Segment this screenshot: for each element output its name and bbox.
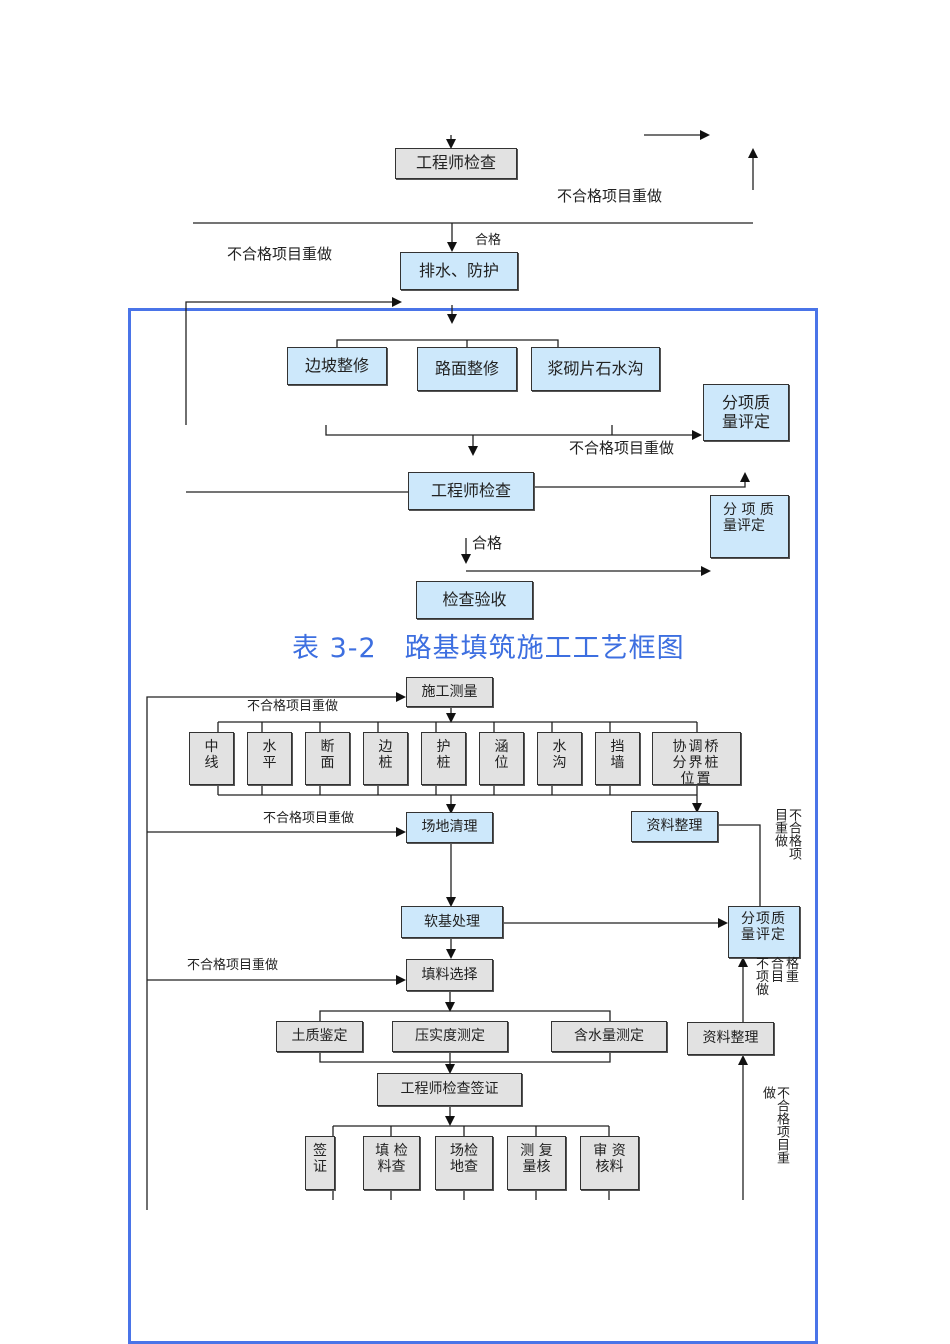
sign-item-label: 测 复 量核: [520, 1143, 553, 1176]
data-arrange-label-1: 资料整理: [646, 818, 703, 835]
survey-item-label: 边桩: [378, 739, 393, 772]
quality-eval-box-2: 分 项 质 量评定: [710, 495, 789, 558]
survey-item-label: 水沟: [552, 739, 567, 772]
soft-base-box: 软基处理: [401, 906, 503, 938]
survey-item-box: 中线: [189, 732, 234, 785]
engineer-sign-box: 工程师检查签证: [377, 1073, 522, 1106]
survey-item-box: 断面: [305, 732, 350, 785]
quality-eval-label-2: 分 项 质 量评定: [723, 502, 774, 535]
quality-eval-box-1: 分项质量评定: [703, 384, 789, 441]
join-tests: [319, 1052, 611, 1063]
survey-box: 施工测量: [406, 677, 493, 707]
redo-label-blue: 不合格项目重做: [569, 439, 675, 457]
sign-item-box: 场检 地查: [435, 1136, 493, 1190]
arrow-up-quality: [534, 472, 750, 488]
bridge-boundary-box: 协调桥分界桩位置: [652, 732, 741, 788]
sign-item-box: 填 检 料查: [363, 1136, 420, 1190]
loop-arrow-left: [185, 297, 402, 425]
redo-label-left: 不合格项目重做: [227, 245, 333, 263]
survey-item-label: 水平: [262, 739, 277, 772]
engineer-check-label-2: 工程师检查: [430, 480, 511, 500]
acceptance-box: 检查验收: [416, 581, 533, 619]
sign-item-label: 审 资 核料: [593, 1143, 626, 1176]
redo-vertical-label-3: 不合格项目重做: [760, 1086, 789, 1164]
sign-ticks: [332, 1126, 610, 1200]
redo-label-survey: 不合格项目重做: [247, 699, 339, 714]
survey-item-box: 水沟: [537, 732, 582, 785]
survey-ticks: [217, 722, 698, 795]
pass-label: 合格: [475, 233, 502, 248]
slope-trim-label: 边坡整修: [304, 355, 369, 375]
road-trim-label: 路面整修: [434, 358, 499, 378]
engineer-check-label: 工程师检查: [415, 153, 496, 173]
site-clear-box: 场地清理: [406, 812, 493, 843]
fill-select-box: 填料选择: [406, 959, 493, 991]
test-box-soil: 土质鉴定: [276, 1021, 363, 1052]
redo-label-right: 不合格项目重做: [557, 187, 663, 205]
stone-ditch-box: 浆砌片石水沟: [531, 347, 660, 391]
branch-tests: [319, 1010, 611, 1021]
test-label-compaction: 压实度测定: [415, 1028, 485, 1045]
survey-item-box: 水平: [247, 732, 292, 785]
survey-item-label: 断面: [320, 739, 335, 772]
road-trim-box: 路面整修: [417, 347, 517, 391]
sign-item-label: 场检 地查: [450, 1143, 478, 1176]
sign-item-box: 签 证: [305, 1136, 335, 1190]
quality-eval-label-3: 分项质量评定: [741, 911, 786, 944]
survey-item-box: 挡墙: [595, 732, 640, 785]
survey-item-label: 中线: [204, 739, 219, 772]
loop-arrow-survey: [146, 692, 406, 1210]
sign-item-box: 测 复 量核: [507, 1136, 566, 1190]
redo-label-site: 不合格项目重做: [263, 811, 355, 826]
data-arrange-label-2: 资料整理: [702, 1030, 759, 1047]
quality-eval-label-1: 分项质量评定: [721, 393, 770, 431]
arrow-to-quality-1: [325, 425, 702, 440]
redo-label-fill: 不合格项目重做: [187, 958, 279, 973]
quality-eval-box-3: 分项质量评定: [728, 906, 800, 958]
engineer-check-box-2: 工程师检查: [408, 472, 534, 510]
sign-item-label: 签 证: [313, 1143, 327, 1176]
stone-ditch-label: 浆砌片石水沟: [547, 358, 644, 378]
redo-vertical-label-1: 不合格项目重做: [772, 808, 801, 860]
fill-select-label: 填料选择: [421, 966, 478, 983]
sign-item-box: 审 资 核料: [580, 1136, 639, 1190]
chart-title: 表 3-2 路基填筑施工工艺框图: [292, 633, 685, 664]
engineer-check-box: 工程师检查: [395, 148, 517, 179]
acceptance-label: 检查验收: [442, 589, 507, 609]
survey-item-box: 边桩: [363, 732, 408, 785]
blue-frame: [128, 308, 818, 1344]
branch-trim: [336, 339, 559, 348]
test-label-soil: 土质鉴定: [291, 1028, 348, 1045]
drainage-box: 排水、防护: [400, 252, 518, 290]
soft-base-label: 软基处理: [424, 913, 480, 930]
data-arrange-box-2: 资料整理: [687, 1022, 774, 1055]
data-arrange-box-1: 资料整理: [631, 811, 718, 842]
survey-item-box: 护桩: [421, 732, 466, 785]
line-data-to-quality: [718, 824, 761, 906]
survey-item-label: 护桩: [436, 739, 451, 772]
slope-trim-box: 边坡整修: [287, 347, 387, 385]
survey-item-box: 涵位: [479, 732, 524, 785]
survey-item-label: 涵位: [494, 739, 509, 772]
test-box-compaction: 压实度测定: [392, 1021, 508, 1052]
bridge-boundary-label: 协调桥分界桩位置: [672, 739, 721, 788]
sign-item-label: 填 检 料查: [375, 1143, 408, 1176]
site-clear-label: 场地清理: [421, 819, 478, 836]
drainage-label: 排水、防护: [418, 260, 499, 280]
engineer-sign-label: 工程师检查签证: [400, 1081, 499, 1098]
survey-label: 施工测量: [421, 683, 478, 700]
test-label-moisture: 含水量测定: [574, 1028, 644, 1045]
test-box-moisture: 含水量测定: [551, 1021, 667, 1052]
survey-item-label: 挡墙: [610, 739, 625, 772]
redo-vertical-label-2: 不合格项目重做: [756, 957, 802, 998]
pass-label-2: 合格: [472, 534, 503, 552]
